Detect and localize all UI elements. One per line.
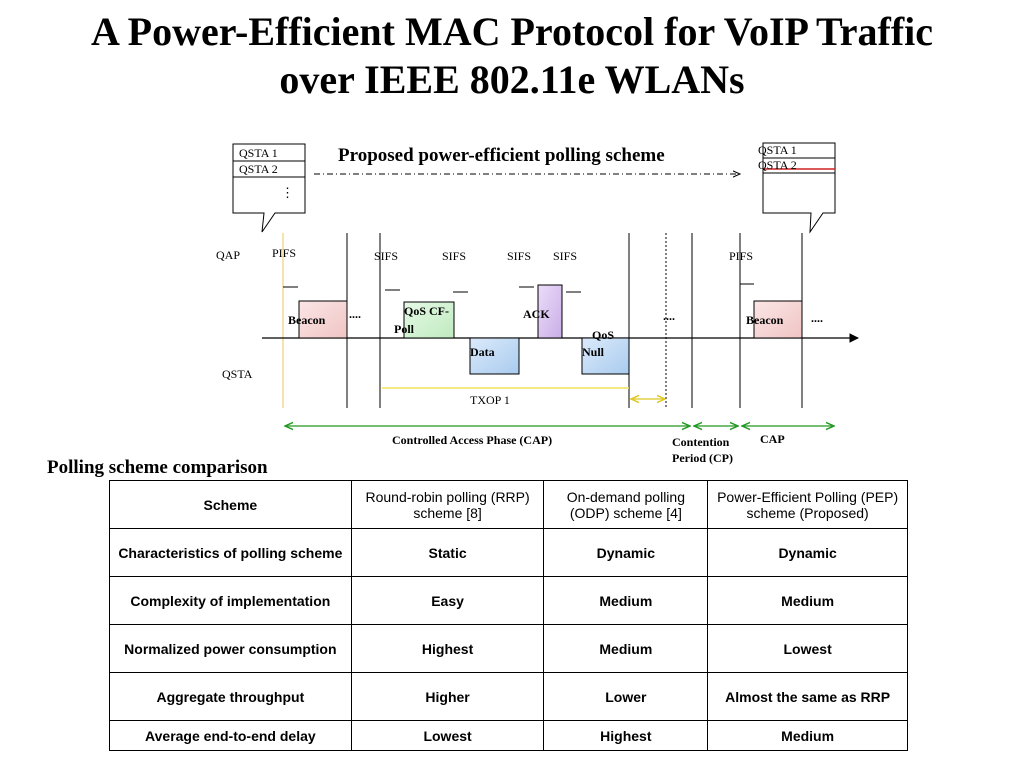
cap-short-label: CAP [760, 432, 785, 446]
qos-cf-poll-frame [403, 301, 455, 339]
qos-null-label-2: Null [582, 345, 605, 359]
table-row: Normalized power consumption Highest Med… [109, 624, 908, 673]
table-row: Aggregate throughput Higher Lower Almost… [109, 672, 908, 721]
data-frame [469, 337, 520, 375]
header-cell: On-demand polling (ODP) scheme [4] [543, 480, 709, 529]
ack-label: ACK [523, 307, 550, 321]
qos-null-frame [581, 337, 630, 375]
table-cell: Lowest [707, 624, 908, 673]
table-cell: Almost the same as RRP [707, 672, 908, 721]
left-callout-row-2: QSTA 2 [239, 162, 278, 176]
left-station-list-callout: QSTA 1 QSTA 2 ⋮ [232, 143, 306, 233]
table-cell: Highest [543, 720, 709, 751]
ack-frame [537, 284, 563, 339]
slide-title-line-2: over IEEE 802.11e WLANs [279, 57, 745, 102]
header-cell: Power-Efficient Polling (PEP) scheme (Pr… [707, 480, 908, 529]
table-cell: Characteristics of polling scheme [109, 528, 352, 577]
qap-label: QAP [216, 248, 240, 262]
table-cell: Medium [707, 576, 908, 625]
qos-null-label-1: QoS [592, 328, 614, 342]
table-cell: Easy [350, 576, 545, 625]
table-cell: Medium [707, 720, 908, 751]
right-station-list-callout: QSTA 1 QSTA 2 [758, 142, 836, 234]
right-callout-row-2: QSTA 2 [758, 158, 797, 172]
table-row: Average end-to-end delay Lowest Highest … [109, 720, 908, 751]
sifs-label-2: SIFS [442, 249, 466, 263]
polling-timing-diagram: QSTA 1 QSTA 2 ⋮ Proposed power-efficient… [216, 142, 859, 465]
cp-label-2: Period (CP) [672, 451, 733, 465]
table-cell: Dynamic [707, 528, 908, 577]
table-cell: Complexity of implementation [109, 576, 352, 625]
sifs-label-4: SIFS [553, 249, 577, 263]
ellipsis-2: .... [663, 309, 675, 323]
header-cell: Round-robin polling (RRP) scheme [8] [350, 480, 545, 529]
txop-label: TXOP 1 [470, 393, 510, 407]
slide-title-line-1: A Power-Efficient MAC Protocol for VoIP … [90, 9, 934, 54]
table-cell: Static [350, 528, 545, 577]
table-cell: Medium [543, 576, 709, 625]
table-row: Complexity of implementation Easy Medium… [109, 576, 908, 625]
table-cell: Normalized power consumption [109, 624, 352, 673]
data-label: Data [470, 345, 495, 359]
table-cell: Medium [543, 624, 709, 673]
beacon-label-2: Beacon [746, 313, 784, 327]
qsta-label: QSTA [222, 367, 253, 381]
cap-long-label: Controlled Access Phase (CAP) [392, 433, 552, 447]
qos-cf-poll-label-2: Poll [394, 322, 415, 336]
table-cell: Dynamic [543, 528, 709, 577]
pifs-label-1: PIFS [272, 246, 296, 260]
table-cell: Highest [350, 624, 545, 673]
slide-title: A Power-Efficient MAC Protocol for VoIP … [0, 8, 1024, 104]
ellipsis-1: .... [349, 307, 361, 321]
table-cell: Average end-to-end delay [109, 720, 352, 751]
sifs-label-1: SIFS [374, 249, 398, 263]
qos-cf-poll-label-1: QoS CF- [404, 304, 449, 318]
table-cell: Aggregate throughput [109, 672, 352, 721]
pifs-label-2: PIFS [729, 249, 753, 263]
table-cell: Lowest [350, 720, 545, 751]
left-callout-row-1: QSTA 1 [239, 146, 278, 160]
header-cell: Scheme [109, 480, 352, 529]
beacon-frame-2 [753, 300, 803, 339]
comparison-heading: Polling scheme comparison [47, 457, 268, 478]
table-header-row: Scheme Round-robin polling (RRP) scheme … [109, 480, 908, 529]
beacon-label-1: Beacon [288, 313, 326, 327]
beacon-frame-1 [298, 300, 348, 339]
sifs-label-3: SIFS [507, 249, 531, 263]
cp-label-1: Contention [672, 435, 730, 449]
table-cell: Lower [543, 672, 709, 721]
comparison-table: Scheme Round-robin polling (RRP) scheme … [109, 480, 908, 751]
ifs-ticks [283, 283, 754, 293]
table-row: Characteristics of polling scheme Static… [109, 528, 908, 577]
ellipsis-3: .... [811, 311, 823, 325]
left-callout-more: ⋮ [281, 185, 294, 200]
polling-scheme-caption: Proposed power-efficient polling scheme [338, 145, 665, 166]
right-callout-row-1: QSTA 1 [758, 143, 797, 157]
table-cell: Higher [350, 672, 545, 721]
